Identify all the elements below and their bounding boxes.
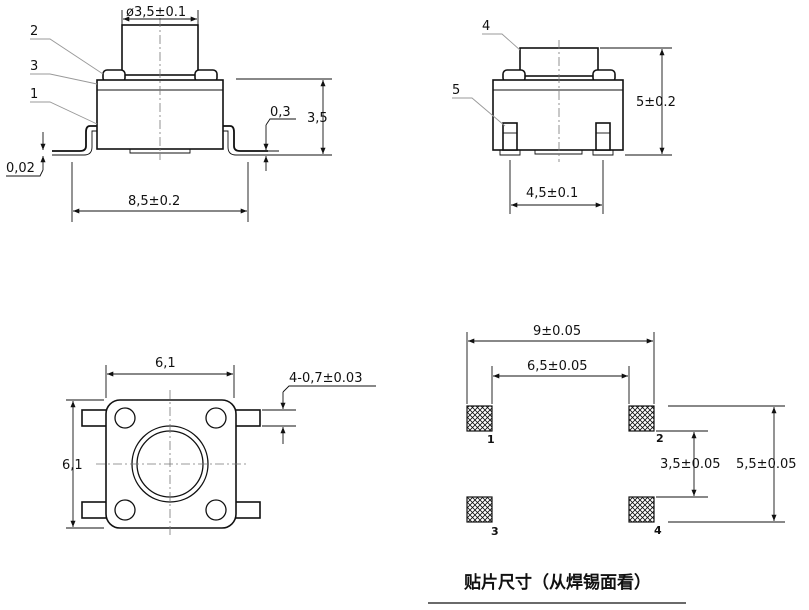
pad-outer-span-label: 9±0.05 [533, 324, 581, 339]
top-view-lead-width-label: 4-0,7±0.03 [289, 371, 362, 386]
pad-layout-caption: 贴片尺寸（从焊锡面看） [464, 572, 651, 593]
side-view-lead-thickness-label: 0,3 [270, 105, 291, 120]
top-view-lead-bl [81, 501, 109, 519]
pad-2 [628, 405, 655, 432]
front-view-callout-5: 5 [452, 83, 460, 98]
top-view-lead-br [233, 501, 261, 519]
side-view-callout-2: 2 [30, 24, 38, 39]
pad-1 [466, 405, 493, 432]
side-view: ø3,5±0.1 2 3 1 3,5 0,3 0,02 8,5±0.2 [6, 5, 332, 222]
top-view-hole-bl [114, 499, 136, 521]
top-view-hole-br [205, 499, 227, 521]
side-view-lead-right [223, 125, 268, 152]
side-view-button [121, 24, 199, 76]
side-view-length-label: 8,5±0.2 [128, 194, 180, 209]
pad-layout: 1 2 3 4 9±0.05 6,5±0.05 3,5±0.05 5,5±0.0… [428, 324, 797, 604]
pad-4-number: 4 [654, 524, 662, 537]
top-view-lead-tr [233, 409, 261, 427]
front-view: 4 5 5±0.2 4,5±0.1 [452, 19, 676, 214]
front-view-lead-right [595, 122, 611, 151]
pad-4 [628, 496, 655, 523]
pad-2-number: 2 [656, 432, 664, 445]
pad-1-number: 1 [487, 433, 495, 446]
top-view-width-label: 6,1 [155, 356, 176, 371]
side-view-standoff-label: 0,02 [6, 161, 35, 176]
top-view: 6,1 6,1 4-0,7±0.03 [62, 356, 376, 538]
front-view-height-label: 5±0.2 [636, 95, 676, 110]
top-view-hole-tl [114, 407, 136, 429]
side-view-height-label: 3,5 [307, 111, 328, 126]
front-view-callout-4: 4 [482, 19, 490, 34]
side-view-lead-left [52, 125, 97, 152]
front-view-lead-spacing-label: 4,5±0.1 [526, 186, 578, 201]
pad-inner-span-label: 6,5±0.05 [527, 359, 588, 374]
top-view-hole-tr [205, 407, 227, 429]
pad-pitch-large-label: 5,5±0.05 [736, 457, 797, 472]
top-view-lead-tl [81, 409, 109, 427]
top-view-depth-label: 6,1 [62, 458, 83, 473]
side-view-callout-1: 1 [30, 87, 38, 102]
side-view-callout-3: 3 [30, 59, 38, 74]
pad-3 [466, 496, 493, 523]
front-view-lead-left [502, 122, 518, 151]
pad-3-number: 3 [491, 525, 499, 538]
side-view-diameter-label: ø3,5±0.1 [126, 5, 186, 20]
pad-pitch-small-label: 3,5±0.05 [660, 457, 721, 472]
